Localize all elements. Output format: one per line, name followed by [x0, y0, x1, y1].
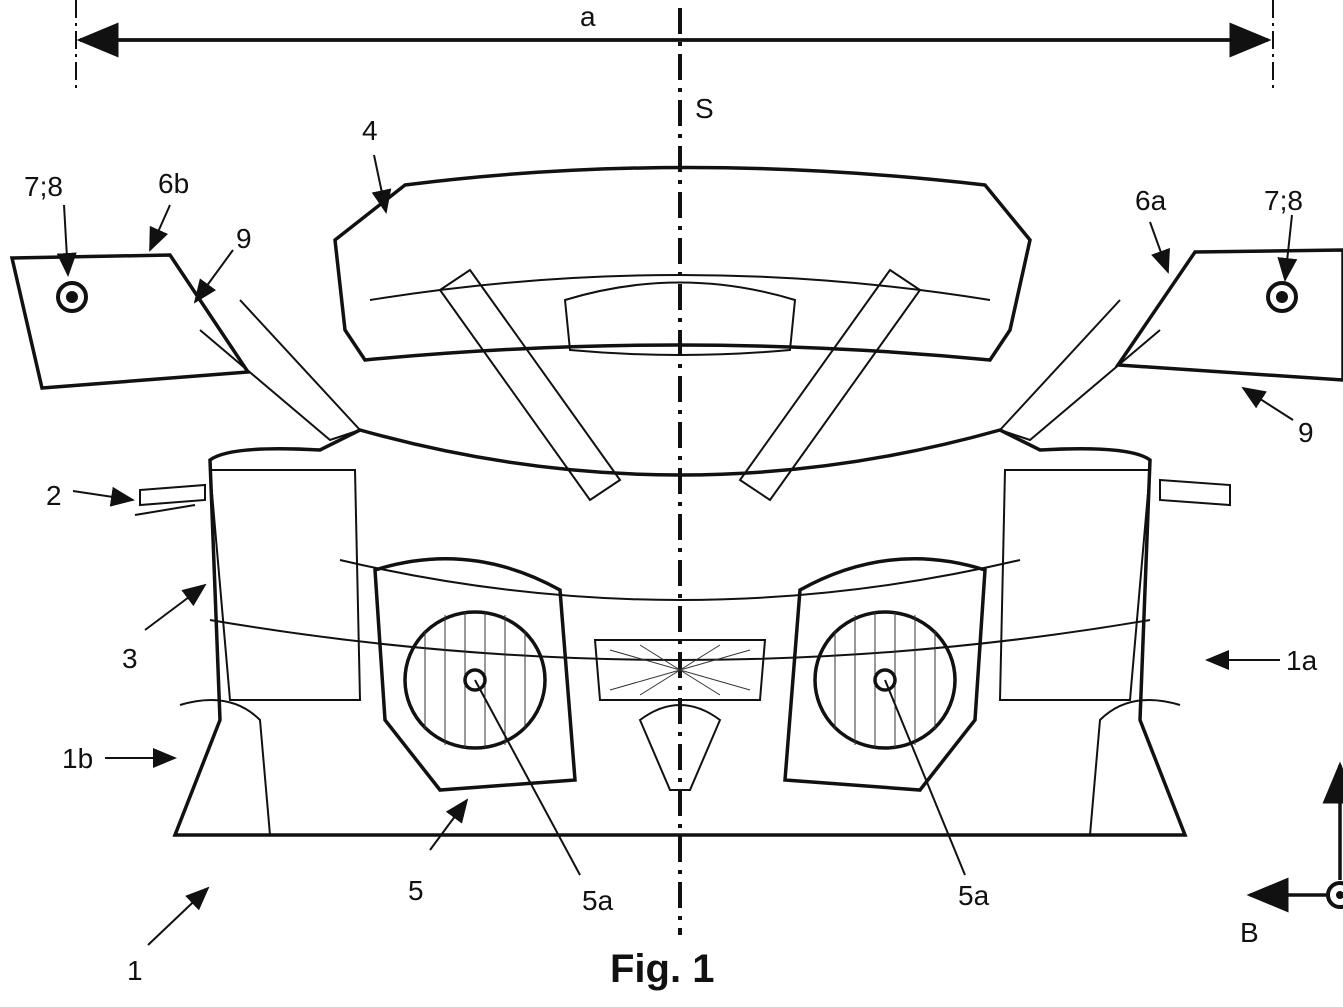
- motorcycle-front-view: [9, 165, 1343, 837]
- label-7-8-right: 7;8: [1264, 185, 1303, 216]
- headlight-left: [373, 557, 577, 792]
- label-5a-left: 5a: [582, 885, 614, 916]
- label-9-left: 9: [236, 223, 252, 254]
- label-5a-right: 5a: [958, 880, 990, 911]
- label-7-8-left: 7;8: [24, 171, 63, 202]
- label-1a: 1a: [1286, 645, 1318, 676]
- label-b: B: [1240, 917, 1259, 948]
- label-s: S: [695, 93, 714, 124]
- label-5: 5: [408, 875, 424, 906]
- dashboard: [563, 281, 797, 356]
- figure-caption: Fig. 1: [610, 947, 714, 991]
- label-6b: 6b: [158, 168, 189, 199]
- mirror-left: [9, 253, 362, 442]
- dimension-a: [75, 0, 1274, 90]
- handlebar-right: [1159, 478, 1231, 507]
- label-6a: 6a: [1135, 185, 1167, 216]
- label-1b: 1b: [62, 743, 93, 774]
- leader-lines: [56, 154, 1343, 946]
- label-a: a: [580, 1, 596, 32]
- label-9-right: 9: [1298, 417, 1314, 448]
- label-1: 1: [127, 955, 143, 986]
- headlight-right: [783, 557, 987, 792]
- label-2: 2: [46, 480, 62, 511]
- handlebar-lever-left: [134, 483, 206, 516]
- windshield: [333, 165, 1032, 362]
- label-3: 3: [122, 643, 138, 674]
- label-4: 4: [362, 115, 378, 146]
- center-grille: [593, 639, 767, 701]
- fairing-body: [172, 428, 1188, 837]
- mirror-right: [998, 248, 1343, 442]
